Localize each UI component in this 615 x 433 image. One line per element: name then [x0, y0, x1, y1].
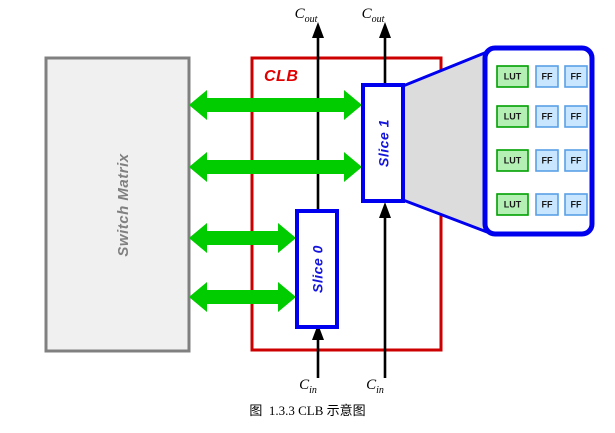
- routing-arrow-1[interactable]: [189, 90, 362, 120]
- lut-cell[interactable]: [496, 193, 529, 216]
- slice-1-box: [361, 83, 405, 203]
- ff-cell-label: FF: [542, 155, 553, 165]
- ff-cell-label: FF: [571, 199, 582, 209]
- slice-0-label: Slice 0: [310, 245, 326, 293]
- cout-right-label: Cout: [362, 6, 385, 25]
- cout-right-arrowhead: [379, 22, 391, 38]
- cin-left-arrowhead: [312, 324, 324, 340]
- slice-detail-box: [482, 45, 595, 237]
- cin-left-label: Cin: [299, 377, 317, 396]
- cout-left-arrowhead: [312, 22, 324, 38]
- slice-detail-row: LUT FF FF: [496, 193, 588, 216]
- zoom-cone: [401, 50, 489, 234]
- carry-chain-lines: [312, 22, 391, 378]
- switch-matrix-box: [44, 56, 191, 353]
- slice-0-block[interactable]: Slice 0: [295, 209, 339, 329]
- slice-detail-row: LUT FF FF: [496, 65, 588, 88]
- routing-arrow-3[interactable]: [189, 223, 296, 253]
- lut-cell-label: LUT: [504, 199, 522, 209]
- slice-detail-panel[interactable]: LUT FF FF LUT FF FF LUT FF: [482, 45, 595, 237]
- ff-cell-label: FF: [542, 111, 553, 121]
- lut-cell[interactable]: [496, 149, 529, 172]
- lut-cell-label: LUT: [504, 155, 522, 165]
- ff-cell-label: FF: [571, 111, 582, 121]
- zoom-cone-shape: [401, 50, 489, 234]
- routing-arrow-2[interactable]: [189, 152, 362, 182]
- ff-cell[interactable]: [564, 105, 588, 128]
- ff-cell[interactable]: [535, 193, 559, 216]
- lut-cell[interactable]: [496, 65, 529, 88]
- slice-1-label: Slice 1: [376, 119, 392, 167]
- port-label-group: Cout Cout Cin Cin: [295, 6, 385, 396]
- ff-cell[interactable]: [535, 149, 559, 172]
- ff-cell[interactable]: [564, 65, 588, 88]
- ff-cell[interactable]: [535, 105, 559, 128]
- ff-cell-label: FF: [542, 71, 553, 81]
- switch-matrix-label: Switch Matrix: [115, 153, 132, 256]
- ff-cell-label: FF: [542, 199, 553, 209]
- ff-cell[interactable]: [564, 149, 588, 172]
- lut-cell[interactable]: [496, 105, 529, 128]
- switch-matrix-block[interactable]: Switch Matrix: [44, 56, 191, 353]
- slice-detail-row: LUT FF FF: [496, 105, 588, 128]
- ff-cell[interactable]: [535, 65, 559, 88]
- lut-cell-label: LUT: [504, 71, 522, 81]
- cout-left-label: Cout: [295, 6, 318, 25]
- ff-cell-label: FF: [571, 71, 582, 81]
- routing-arrow-4[interactable]: [189, 282, 296, 312]
- cin-right-label: Cin: [366, 377, 384, 396]
- slice-1-block[interactable]: Slice 1: [361, 83, 405, 203]
- ff-cell[interactable]: [564, 193, 588, 216]
- slice-0-box: [295, 209, 339, 329]
- clb-label: CLB: [264, 68, 298, 85]
- figure-caption: 图 1.3.3 CLB 示意图: [249, 403, 366, 418]
- routing-arrow-group: [189, 90, 362, 312]
- slice-detail-row: LUT FF FF: [496, 149, 588, 172]
- cin-right-arrowhead: [379, 202, 391, 218]
- ff-cell-label: FF: [571, 155, 582, 165]
- lut-cell-label: LUT: [504, 111, 522, 121]
